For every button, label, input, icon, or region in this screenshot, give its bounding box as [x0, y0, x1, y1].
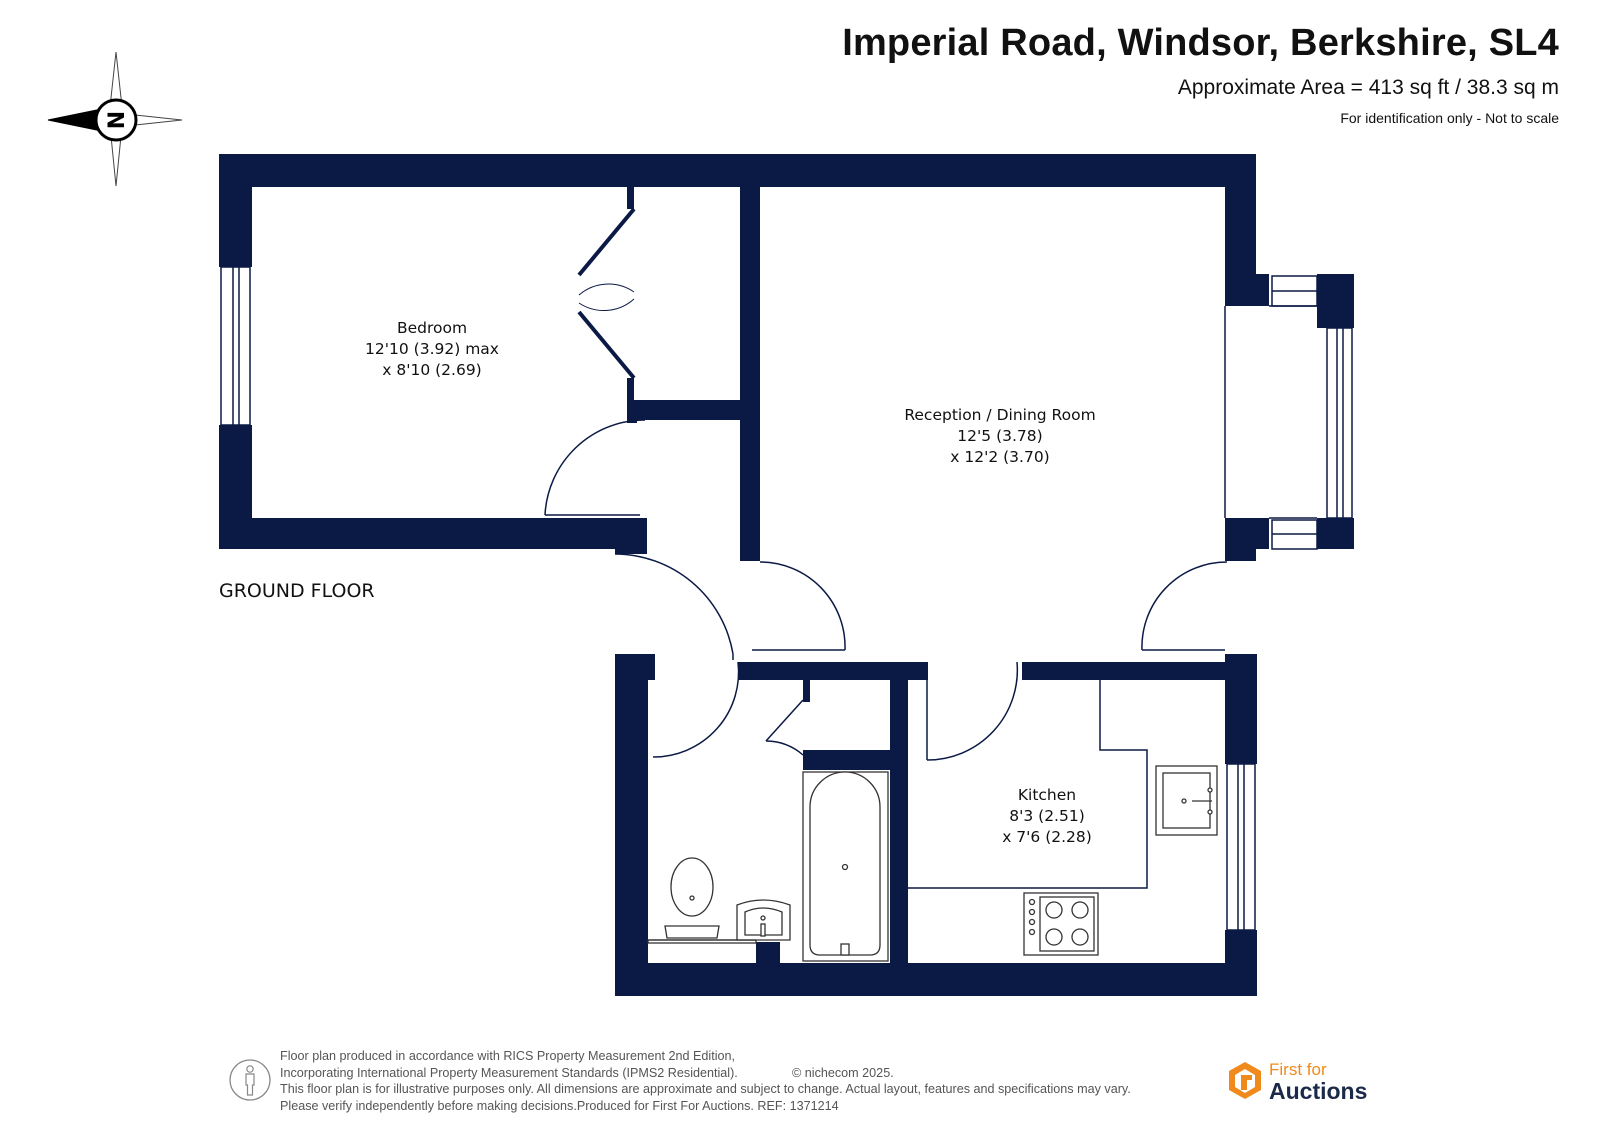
bathtub-icon	[802, 771, 889, 962]
logo-text-bottom: Auctions	[1269, 1078, 1368, 1104]
first-for-auctions-logo: First for Auctions	[1225, 1058, 1385, 1104]
floor-label: GROUND FLOOR	[219, 580, 375, 602]
identification-note: For identification only - Not to scale	[1340, 110, 1559, 126]
room-dimension: 12'10 (3.92) max	[365, 340, 499, 358]
disclaimer-line: Incorporating International Property Mea…	[280, 1065, 738, 1080]
room-dimension: x 7'6 (2.28)	[1002, 828, 1092, 846]
copyright: © nichecom 2025.	[792, 1066, 894, 1080]
kitchen-counter	[908, 680, 1148, 889]
disclaimer: Floor plan produced in accordance with R…	[280, 1048, 1131, 1114]
compass-rose-icon: N	[47, 51, 183, 187]
room-dimension: 12'5 (3.78)	[957, 427, 1042, 445]
doors	[544, 207, 1228, 761]
first-for-auctions-logo-icon	[1229, 1062, 1261, 1099]
compass-north-label: N	[105, 111, 130, 129]
room-dimension: x 8'10 (2.69)	[382, 361, 481, 379]
room-name: Reception / Dining Room	[904, 406, 1095, 424]
toilet-icon	[647, 857, 757, 944]
room-kitchen: Kitchen 8'3 (2.51) x 7'6 (2.28)	[1002, 786, 1092, 846]
room-reception-dining: Reception / Dining Room 12'5 (3.78) x 12…	[904, 406, 1095, 466]
disclaimer-line: Please verify independently before makin…	[280, 1098, 839, 1113]
hob-icon	[1023, 892, 1099, 956]
room-bedroom: Bedroom 12'10 (3.92) max x 8'10 (2.69)	[365, 319, 499, 379]
person-icon	[229, 1059, 271, 1101]
room-dimension: 8'3 (2.51)	[1009, 807, 1085, 825]
windows	[220, 266, 1353, 931]
kitchen-sink-icon	[1155, 765, 1218, 836]
washbasin-icon	[736, 899, 791, 941]
approximate-area: Approximate Area = 413 sq ft / 38.3 sq m	[1177, 76, 1559, 99]
walls	[219, 154, 1354, 996]
room-name: Kitchen	[1018, 786, 1076, 804]
disclaimer-line: Floor plan produced in accordance with R…	[280, 1049, 736, 1063]
logo-text-top: First for	[1269, 1060, 1327, 1079]
room-name: Bedroom	[397, 319, 467, 337]
disclaimer-line: This floor plan is for illustrative purp…	[280, 1082, 1131, 1096]
page-title: Imperial Road, Windsor, Berkshire, SL4	[842, 22, 1559, 64]
room-dimension: x 12'2 (3.70)	[950, 448, 1049, 466]
